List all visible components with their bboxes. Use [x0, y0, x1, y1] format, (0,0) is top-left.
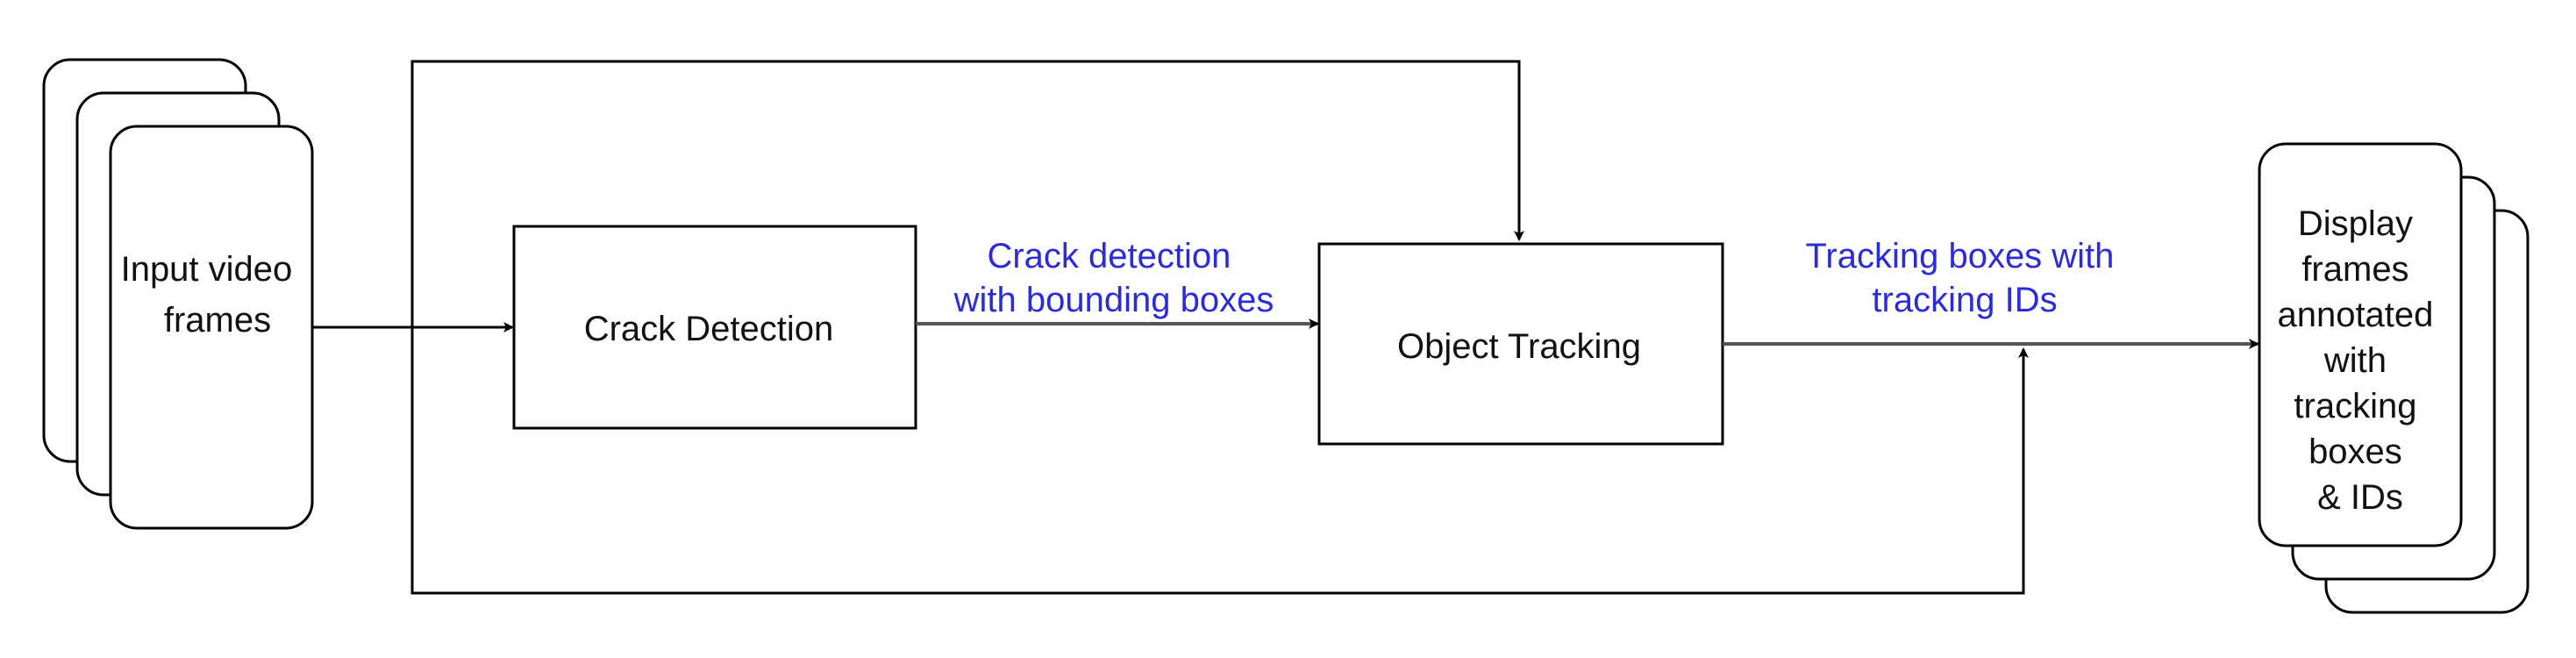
detection-to-tracking-label-line-2: with bounding boxes — [953, 281, 1274, 319]
detection-to-tracking-label-line-1: Crack detection — [987, 237, 1231, 275]
display-frames-label-line-5: tracking — [2294, 387, 2416, 426]
tracking-to-display-label: Tracking boxes with tracking IDs — [1805, 237, 2123, 319]
crack-detection-box — [512, 225, 917, 430]
input-frames-label-line-1: Input video — [121, 250, 293, 289]
input-frames-label-line-2: frames — [164, 301, 271, 340]
input-frames-stack: Input video frames — [42, 58, 314, 530]
display-frames-label: Display frames annotated with tracking b… — [2277, 204, 2443, 517]
tracking-to-display-label-line-1: Tracking boxes with — [1805, 237, 2114, 275]
object-tracking-box — [1317, 242, 1724, 446]
display-frames-label-line-4: with — [2323, 341, 2387, 380]
detection-to-tracking-label: Crack detection with bounding boxes — [953, 237, 1274, 319]
display-frames-label-line-2: frames — [2301, 250, 2408, 289]
display-frames-label-line-7: & IDs — [2317, 478, 2403, 517]
crack-detection-label: Crack Detection — [584, 310, 834, 348]
display-frames-label-line-1: Display — [2298, 204, 2413, 243]
input-frames-label: Input video frames — [121, 250, 303, 340]
display-frames-label-line-6: boxes — [2308, 433, 2402, 471]
display-frame-front — [2258, 142, 2463, 547]
object-tracking-node: Object Tracking — [1317, 242, 1724, 446]
display-frames-label-line-3: annotated — [2277, 296, 2433, 334]
display-frames-stack: Display frames annotated with tracking b… — [2258, 142, 2530, 614]
crack-detection-node: Crack Detection — [512, 225, 917, 430]
loop-bottom-wire — [410, 329, 2029, 595]
loop-top-wire — [410, 60, 1524, 329]
object-tracking-label: Object Tracking — [1397, 327, 1641, 366]
tracking-to-display-label-line-2: tracking IDs — [1872, 281, 2057, 319]
